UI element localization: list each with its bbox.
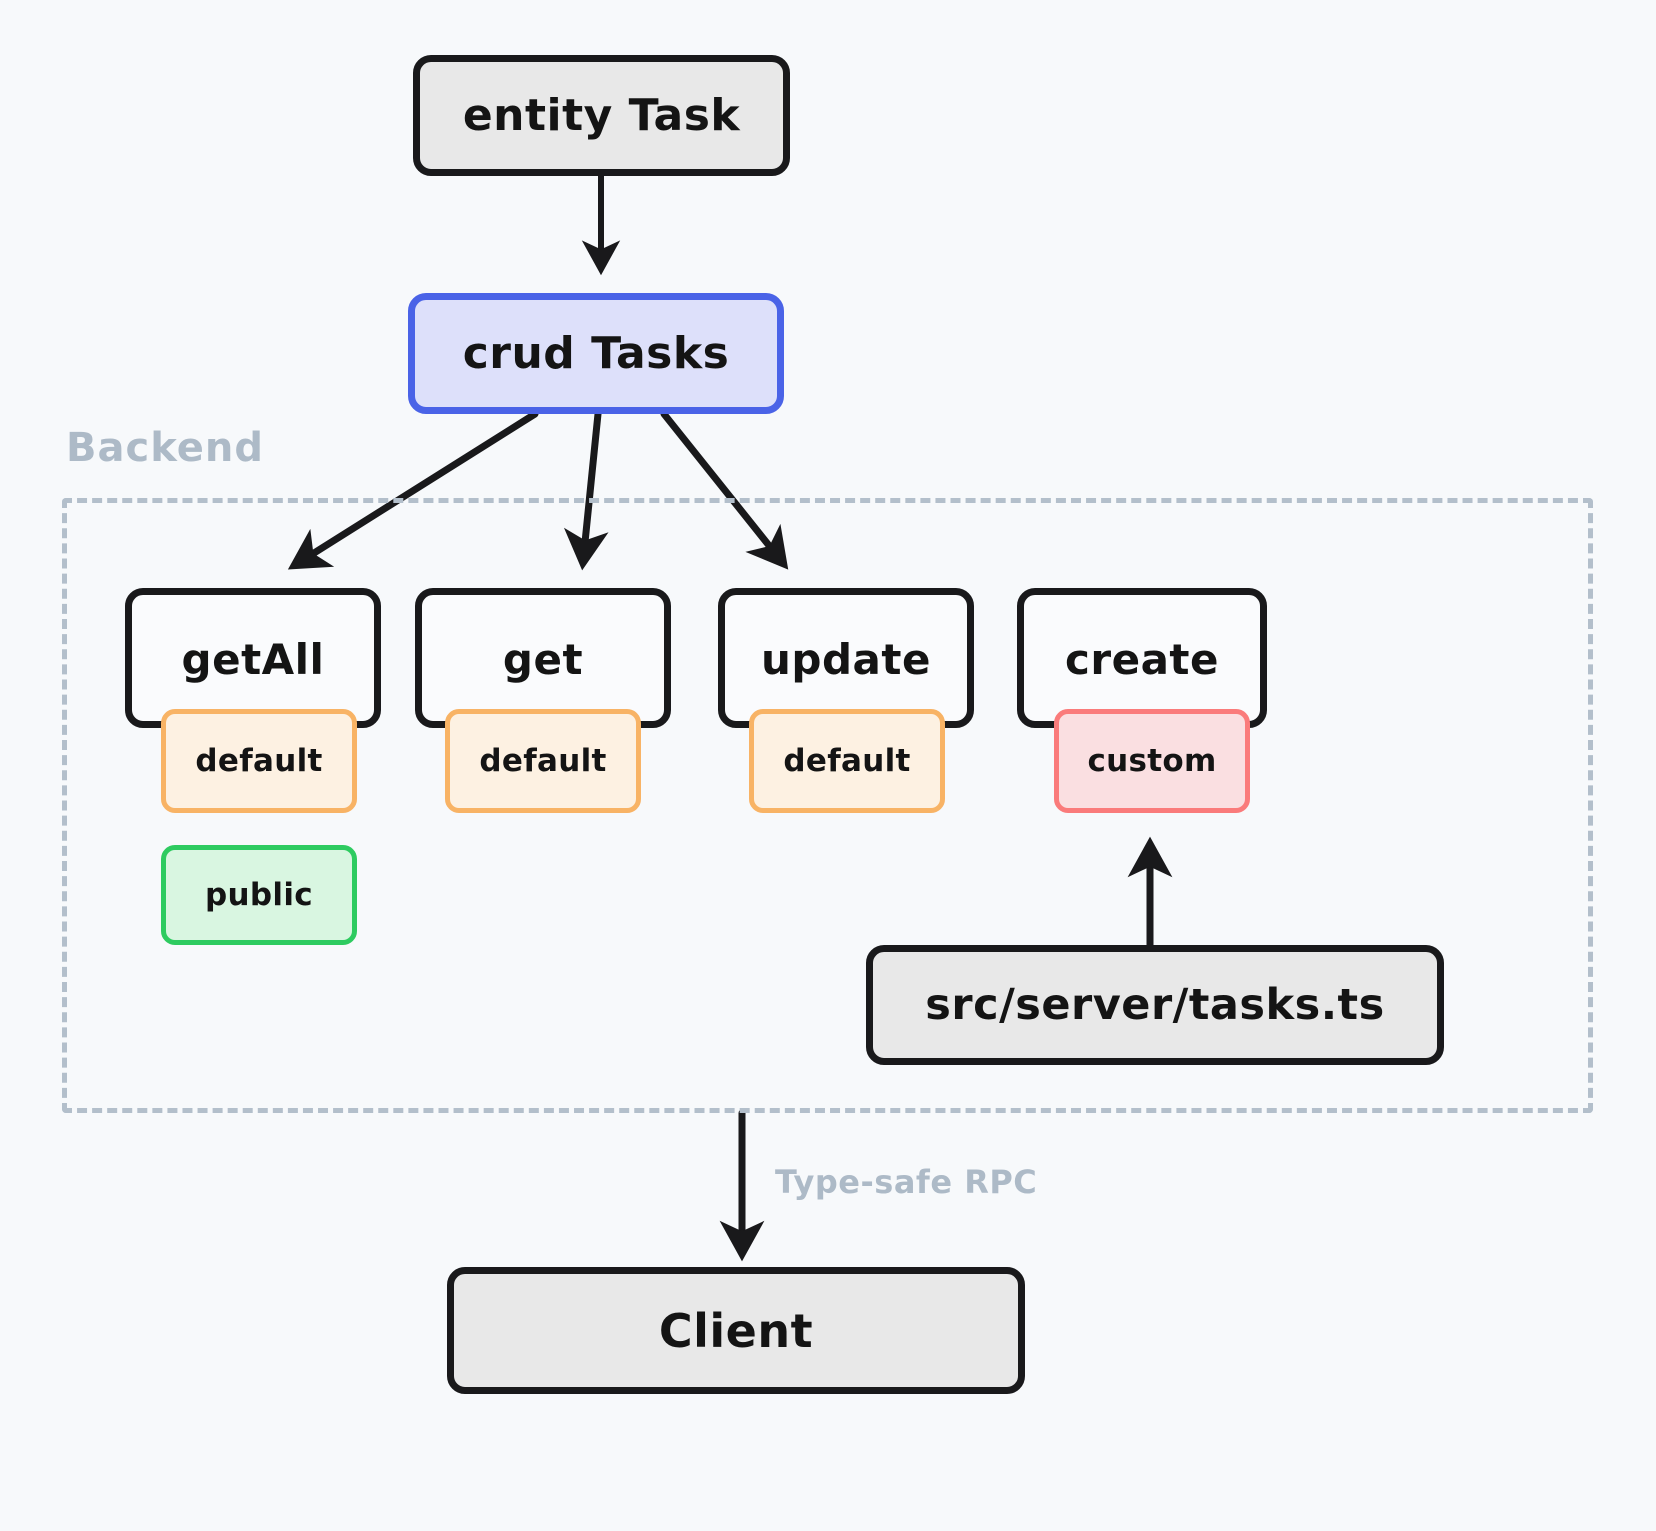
badge-create-custom[interactable]: custom xyxy=(1054,709,1250,813)
node-entity-task[interactable]: entity Task xyxy=(413,55,790,176)
group-backend xyxy=(62,498,1593,1113)
node-crud-tasks[interactable]: crud Tasks xyxy=(408,293,784,414)
node-update[interactable]: update xyxy=(718,588,974,728)
node-get[interactable]: get xyxy=(415,588,671,728)
badge-getall-public[interactable]: public xyxy=(161,845,357,945)
badge-update-default[interactable]: default xyxy=(749,709,945,813)
node-server-file[interactable]: src/server/tasks.ts xyxy=(866,945,1444,1065)
group-backend-label: Backend xyxy=(66,425,264,471)
node-getall[interactable]: getAll xyxy=(125,588,381,728)
node-create[interactable]: create xyxy=(1017,588,1267,728)
edge-label-type-safe-rpc: Type-safe RPC xyxy=(775,1163,1038,1201)
badge-getall-default[interactable]: default xyxy=(161,709,357,813)
node-client[interactable]: Client xyxy=(447,1267,1025,1394)
badge-get-default[interactable]: default xyxy=(445,709,641,813)
